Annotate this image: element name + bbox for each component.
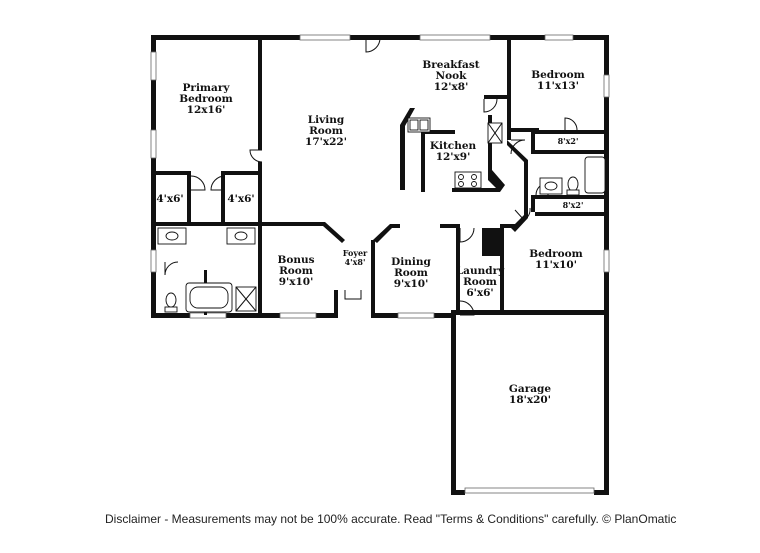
laundry-room-name-2: Room (463, 276, 497, 288)
breakfast-nook-name-2: Nook (436, 70, 468, 82)
kitchen-name: Kitchen (430, 140, 477, 152)
bedroom-top-size: 11'x13' (537, 80, 579, 92)
kitchen-size: 12'x9' (436, 151, 471, 163)
laundry-room-size: 6'x6' (466, 287, 493, 299)
interior-walls (151, 38, 609, 315)
bedroom-bottom-name: Bedroom (529, 248, 583, 260)
fixtures (157, 117, 606, 313)
closet-bottom-size: 8'x2' (563, 200, 584, 210)
closet-top-size: 8'x2' (558, 136, 579, 146)
disclaimer-text: Disclaimer - Measurements may not be 100… (105, 512, 677, 526)
bonus-room-name-2: Room (279, 265, 313, 277)
living-room-name-2: Room (309, 125, 343, 137)
bonus-room-size: 9'x10' (279, 276, 314, 288)
windows (150, 34, 610, 494)
bedroom-bottom-size: 11'x10' (535, 259, 577, 271)
closet-left-size: 4'x6' (156, 193, 183, 205)
primary-bedroom-size: 12x16' (187, 104, 226, 116)
dining-room-name-2: Room (394, 267, 428, 279)
room-labels: Primary Bedroom 12x16' Living Room 17'x2… (156, 59, 584, 406)
primary-bedroom-name-1: Primary (183, 82, 231, 94)
garage-name: Garage (509, 383, 551, 395)
breakfast-nook-name-1: Breakfast (422, 59, 479, 71)
dining-room-size: 9'x10' (394, 278, 429, 290)
living-room-name-1: Living (308, 114, 345, 126)
laundry-room-name-1: Laundry (456, 265, 505, 277)
primary-bedroom-name-2: Bedroom (179, 93, 233, 105)
foyer-size: 4'x8' (345, 257, 366, 267)
garage-size: 18'x20' (509, 394, 551, 406)
living-room-size: 17'x22' (305, 136, 347, 148)
bonus-room-name-1: Bonus (277, 254, 314, 266)
foyer-name: Foyer (343, 248, 368, 258)
bedroom-top-name: Bedroom (531, 69, 585, 81)
breakfast-nook-size: 12'x8' (434, 81, 469, 93)
closet-right-size: 4'x6' (227, 193, 254, 205)
dining-room-name-1: Dining (391, 256, 431, 268)
